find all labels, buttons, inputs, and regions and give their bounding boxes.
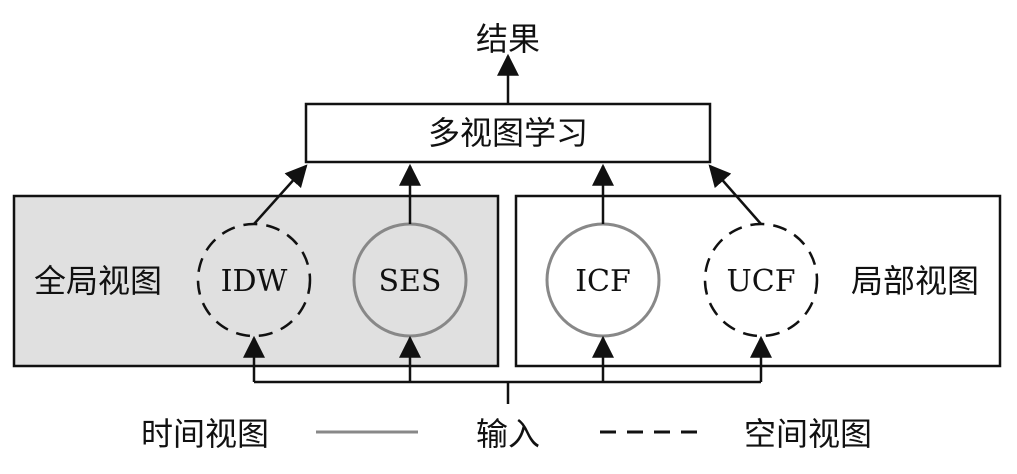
ses-label: SES bbox=[378, 264, 441, 299]
legend-temporal-label: 时间视图 bbox=[141, 415, 269, 453]
input-label: 输入 bbox=[476, 415, 540, 453]
legend-spatial-label: 空间视图 bbox=[744, 415, 872, 453]
multi-view-learning-label: 多视图学习 bbox=[428, 114, 588, 152]
idw-label: IDW bbox=[221, 264, 288, 299]
ucf-label: UCF bbox=[726, 264, 795, 299]
output-label: 结果 bbox=[476, 20, 540, 58]
ucf-to-learner-arrow bbox=[708, 164, 762, 225]
global-view-label: 全局视图 bbox=[34, 262, 162, 300]
multi-view-learning-box bbox=[304, 102, 712, 164]
icf-label: ICF bbox=[575, 264, 631, 299]
idw-to-learner-arrow bbox=[253, 164, 308, 225]
local-view-label: 局部视图 bbox=[851, 262, 979, 300]
